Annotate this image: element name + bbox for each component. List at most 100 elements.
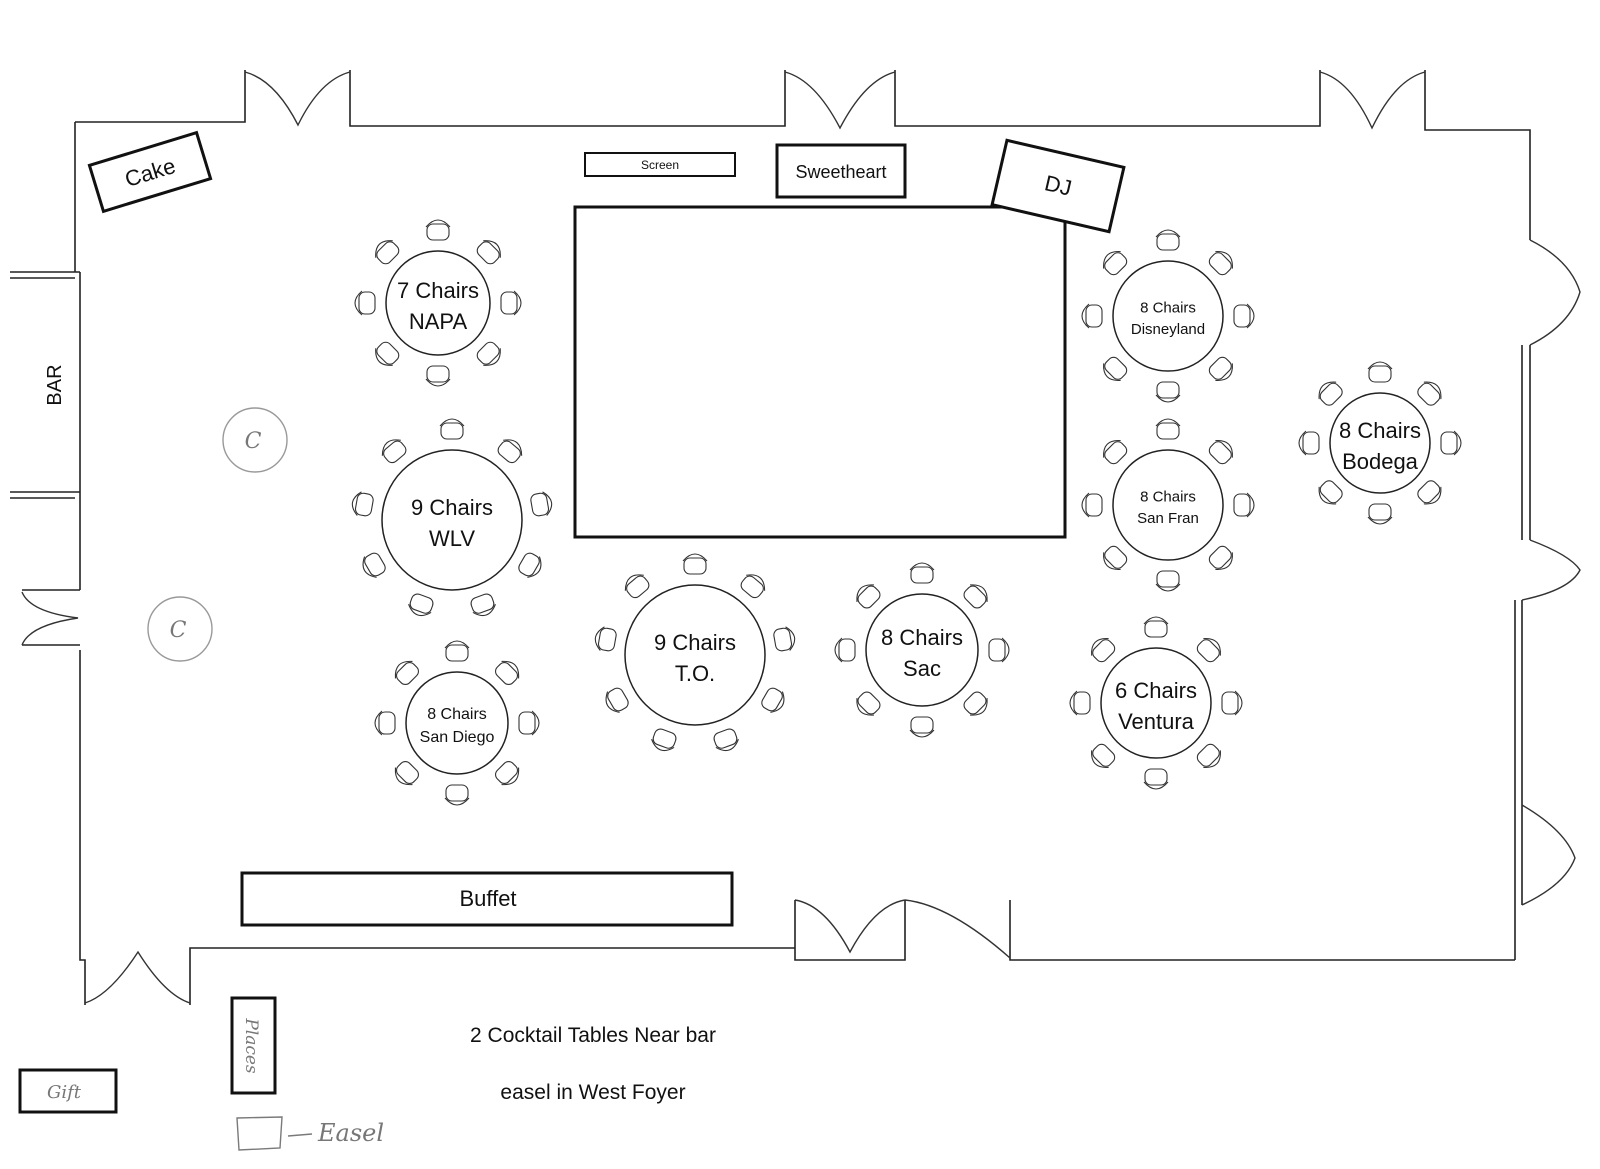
chair: [773, 626, 796, 652]
bottom-door: [794, 899, 906, 954]
chair: [354, 290, 376, 316]
chair: [1196, 638, 1221, 663]
table-top: [385, 250, 491, 356]
top-door: [784, 71, 896, 130]
easel-label: Easel: [317, 1119, 384, 1147]
gift-label: Gift: [47, 1082, 82, 1103]
buffet-label: Buffet: [459, 886, 516, 911]
chair: [1143, 616, 1169, 638]
table-top: [381, 449, 523, 591]
chair: [1298, 430, 1320, 456]
cocktail-table-label: C: [245, 429, 262, 454]
chair: [1318, 381, 1343, 406]
gift-table: Gift: [18, 1068, 118, 1114]
chair: [518, 552, 542, 578]
chair: [856, 584, 881, 609]
sweetheart-label: Sweetheart: [795, 162, 886, 182]
dj-booth: DJ: [990, 138, 1126, 234]
chair: [500, 290, 522, 316]
chair: [761, 687, 785, 713]
places-table: Places: [230, 996, 277, 1095]
chair: [1367, 503, 1393, 525]
table-chairs-label: 6 Chairs: [1115, 678, 1197, 703]
easel: Easel: [236, 1116, 384, 1151]
table-chairs-label: 8 Chairs: [1339, 418, 1421, 443]
top-door: [1319, 71, 1426, 130]
chair: [605, 687, 629, 713]
left-door: [21, 591, 79, 646]
chair: [476, 240, 501, 265]
chair: [495, 761, 520, 786]
chair: [682, 553, 708, 575]
chair: [1233, 303, 1255, 329]
table-name-label: Disneyland: [1131, 321, 1205, 338]
top-wall: [1424, 70, 1531, 240]
chair: [470, 593, 496, 617]
table-name-label: T.O.: [675, 661, 715, 686]
chair: [1221, 690, 1243, 716]
chair: [1208, 356, 1233, 381]
chair: [362, 552, 386, 578]
chair: [394, 660, 419, 685]
chair: [1155, 381, 1181, 403]
chair: [909, 716, 935, 738]
chair: [530, 491, 553, 517]
doors: [21, 71, 1581, 1004]
chair: [624, 574, 650, 599]
chair: [381, 439, 407, 464]
top-wall: [75, 70, 246, 123]
table-name-label: Sac: [903, 656, 941, 681]
chair: [1103, 440, 1128, 465]
cake-table: Cake: [87, 130, 213, 214]
bottom-wall: [794, 900, 906, 961]
table-name-label: Ventura: [1118, 709, 1195, 734]
chair: [1196, 743, 1221, 768]
table-top: [1100, 647, 1212, 759]
top-wall: [349, 70, 786, 127]
chair: [1367, 361, 1393, 383]
chair: [374, 710, 396, 736]
easel-pointer: [287, 1133, 313, 1137]
room-walls: [10, 70, 1531, 1005]
cocktail-table: C: [222, 407, 288, 473]
table-chairs-label: 9 Chairs: [411, 495, 493, 520]
bottom-wall: [189, 947, 795, 1005]
chair: [375, 240, 400, 265]
chair: [1103, 251, 1128, 276]
chair: [408, 593, 434, 617]
table-name-label: WLV: [429, 526, 475, 551]
chair: [375, 341, 400, 366]
chair: [740, 574, 766, 599]
top-door: [244, 71, 351, 127]
table-top: [1112, 260, 1224, 372]
screen: Screen: [584, 152, 736, 177]
chair: [988, 637, 1010, 663]
chair: [1143, 768, 1169, 790]
chair: [1318, 480, 1343, 505]
chair: [476, 341, 501, 366]
table-name-label: San Fran: [1137, 510, 1199, 527]
cake-box: [87, 130, 213, 214]
table-name-label: San Diego: [420, 729, 495, 746]
chair: [1155, 570, 1181, 592]
chair: [963, 691, 988, 716]
sweetheart-box: [775, 143, 907, 199]
chair: [1417, 480, 1442, 505]
cocktail-table: C: [147, 596, 213, 662]
chair: [439, 418, 465, 440]
dj-box: [990, 138, 1126, 234]
chair: [444, 640, 470, 662]
bottom-door: [84, 950, 191, 1004]
dance-floor: [573, 205, 1067, 539]
right-door: [1529, 239, 1581, 346]
chair: [1417, 381, 1442, 406]
table-chairs-label: 8 Chairs: [427, 706, 487, 723]
